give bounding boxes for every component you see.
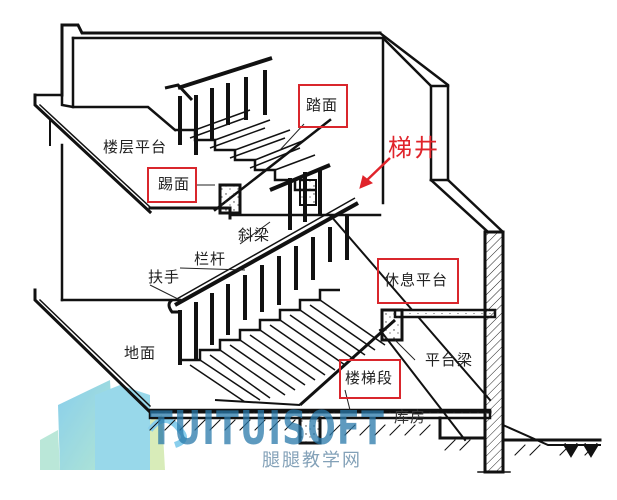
watermark-brand: TUITUISOFT [150, 401, 386, 455]
stairwell-arrow-icon [359, 157, 391, 189]
highlight-box-stair-flight [339, 359, 401, 399]
upper-stair-flight [164, 56, 317, 215]
label-ground: 地面 [124, 344, 157, 362]
leader-lines [149, 123, 416, 411]
label-inclined-beam: 斜梁 [238, 226, 271, 244]
watermark-logo-icon [40, 380, 187, 470]
ground-hatch [149, 419, 596, 456]
watermark-site: 腿腿教学网 [262, 450, 362, 471]
label-riser: 踢面 [158, 175, 191, 193]
label-tread: 踏面 [306, 96, 339, 114]
highlight-box-rest-landing [377, 258, 459, 304]
label-storeroom: 库房 [394, 408, 427, 426]
label-floor-landing: 楼层平台 [103, 138, 168, 156]
label-baluster: 栏杆 [194, 250, 227, 268]
label-landing-beam: 平台梁 [425, 351, 474, 369]
highlight-box-riser [147, 167, 197, 203]
highlight-box-tread [298, 84, 348, 128]
lower-stair-flight [167, 163, 397, 407]
label-stair-flight: 楼梯段 [345, 369, 394, 387]
label-stairwell: 梯井 [388, 134, 440, 162]
label-rest-landing: 休息平台 [384, 271, 449, 289]
label-handrail: 扶手 [148, 268, 181, 286]
